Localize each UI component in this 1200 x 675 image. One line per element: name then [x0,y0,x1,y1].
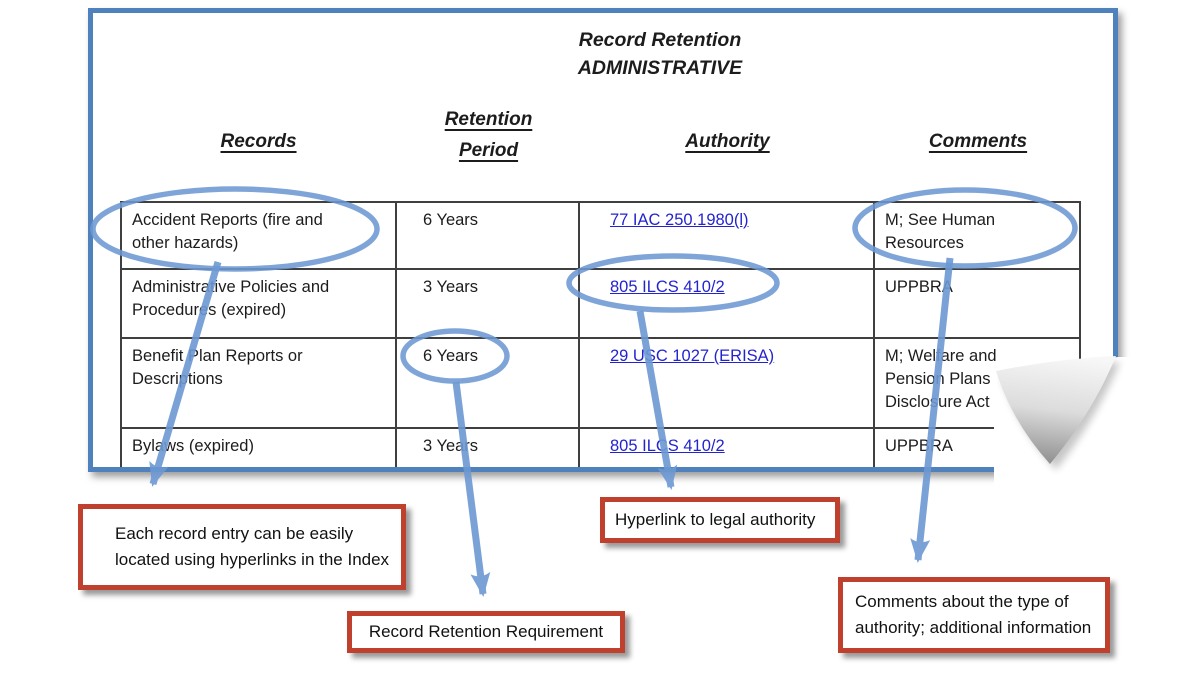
authority-link[interactable]: 29 USC 1027 (ERISA) [610,347,775,365]
cell-records: Benefit Plan Reports or Descriptions [122,339,397,429]
cell-retention-period: 6 Years [397,203,580,270]
cell-retention-period: 3 Years [397,429,580,467]
cell-authority: 805 ILCS 410/2 [580,429,875,467]
column-header-comments: Comments [928,131,1028,152]
cell-authority: 805 ILCS 410/2 [580,270,875,339]
authority-link[interactable]: 805 ILCS 410/2 [610,437,725,455]
callout-text: Record Retention Requirement [368,622,604,641]
document-title: Record Retention ADMINISTRATIVE [410,26,910,82]
callout-retention-requirement-note: Record Retention Requirement [347,611,625,653]
callout-text: Hyperlink to legal authority [615,510,816,529]
cell-comments: UPPBRA [875,270,1081,339]
authority-link[interactable]: 77 IAC 250.1980(l) [610,211,749,229]
cell-retention-period: 6 Years [397,339,580,429]
cell-comments: UPPBRA [875,429,1081,467]
column-header-authority: Authority [685,131,770,152]
cell-authority: 29 USC 1027 (ERISA) [580,339,875,429]
column-header-retention-period: Retention Period [444,109,533,161]
cell-records: Bylaws (expired) [122,429,397,467]
authority-link[interactable]: 805 ILCS 410/2 [610,278,725,296]
callout-comments-note: Comments about the type of authority; ad… [838,577,1110,653]
callout-records-index-note: Each record entry can be easily located … [78,504,406,590]
document-title-line2: ADMINISTRATIVE [577,57,743,79]
cell-authority: 77 IAC 250.1980(l) [580,203,875,270]
document-title-line1: Record Retention [578,29,742,51]
cell-records: Accident Reports (fire and other hazards… [122,203,397,270]
callout-text: Each record entry can be easily located … [115,524,390,569]
cell-comments: M; See Human Resources [875,203,1081,270]
callout-hyperlink-note: Hyperlink to legal authority [600,497,840,543]
cell-comments: M; Welfare and Pension Plans Disclosure … [875,339,1081,429]
cell-records: Administrative Policies and Procedures (… [122,270,397,339]
cell-retention-period: 3 Years [397,270,580,339]
retention-table: Accident Reports (fire and other hazards… [120,201,1081,467]
callout-text: Comments about the type of authority; ad… [855,592,1092,637]
column-header-records: Records [220,131,297,152]
